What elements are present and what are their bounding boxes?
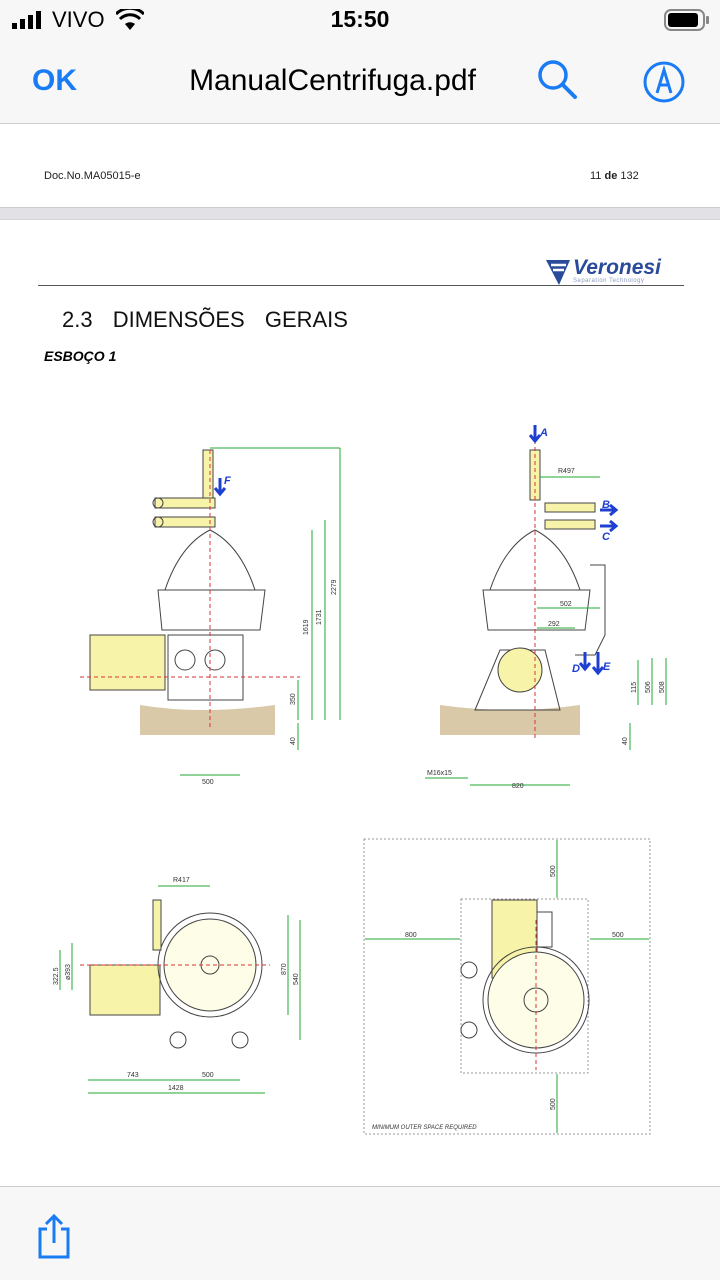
wifi-icon [116,9,144,30]
dim-label: 500 [202,1072,214,1079]
outlet-label-b: B [602,499,610,511]
clock: 15:50 [330,6,390,32]
done-button[interactable]: OK [32,64,77,97]
markup-pen-icon[interactable] [642,60,686,104]
dim-label: 40 [290,737,297,745]
top-view: R417 322.5 ø393 870 540 743 500 1428 [53,877,301,1094]
cellular-signal-icon [12,11,41,29]
doc-number: Doc.No.MA05015-e [44,170,141,182]
page-separator [0,207,720,220]
page-total: 132 [620,170,639,182]
dim-label: 350 [290,693,297,705]
dim-label: 500 [550,1098,557,1110]
dim-label: 508 [659,681,666,693]
carrier-name: VIVO [52,7,105,32]
battery-icon [664,9,709,31]
dim-label: 2279 [331,579,338,595]
dim-label: 115 [631,682,638,693]
side-view: F 2279 1731 1619 350 40 500 [80,447,341,786]
space-view: 500 800 500 500 MINIMUM OUTER SPACE REQU… [363,838,651,1135]
section-title: 2.3 DIMENSÕES GERAIS [62,307,348,332]
dim-label: 506 [645,681,652,693]
logo-name: Veronesi [573,256,661,279]
dim-label: 743 [127,1072,139,1079]
outlet-label-e: E [603,661,611,673]
front-view: A B C D E R497 502 292 115 506 508 40 M1… [425,425,667,790]
dim-label: 1731 [316,609,323,625]
dim-label: 1619 [303,619,310,635]
status-bar: VIVO 15:50 [0,0,720,40]
page-current: 11 [590,170,602,182]
dim-label: R497 [558,468,575,475]
dim-label: 502 [560,601,572,608]
dim-label: 500 [550,865,557,877]
dim-label: 292 [548,621,560,628]
logo-tagline: Separation Technology [573,278,645,284]
inlet-label-f: F [224,475,231,487]
dim-label: 40 [622,737,629,745]
dim-label: ø393 [65,964,72,980]
inlet-label-a: A [539,427,548,439]
veronesi-logo: Veronesi Separation Technology [545,256,685,286]
outlet-label-c: C [602,531,611,543]
dim-label: 800 [405,932,417,939]
dim-label: 500 [202,779,214,786]
space-note: MINIMUM OUTER SPACE REQUIRED [372,1125,477,1131]
dim-label: 322.5 [53,967,60,985]
dim-label: 500 [612,932,624,939]
dim-label: 540 [293,973,300,985]
document-title: ManualCentrifuga.pdf [189,64,476,97]
logo-mark-icon [546,260,570,285]
outlet-label-d: D [572,663,580,675]
dim-label: 870 [281,963,288,975]
technical-drawing: F 2279 1731 1619 350 40 500 A B C D E R4… [53,425,667,1135]
search-icon[interactable] [536,58,580,102]
page-number: 11 de 132 [590,170,639,182]
share-icon[interactable] [34,1213,74,1261]
bottom-toolbar [0,1186,720,1280]
dim-label: 1428 [168,1085,184,1092]
subsection-title: ESBOÇO 1 [44,348,117,364]
dim-label: M16x15 [427,770,452,777]
dim-label: R417 [173,877,190,884]
navigation-bar: OK ManualCentrifuga.pdf [0,40,720,124]
dim-label: 820 [512,783,524,790]
page-sep: de [604,170,618,182]
header-rule [38,285,684,286]
